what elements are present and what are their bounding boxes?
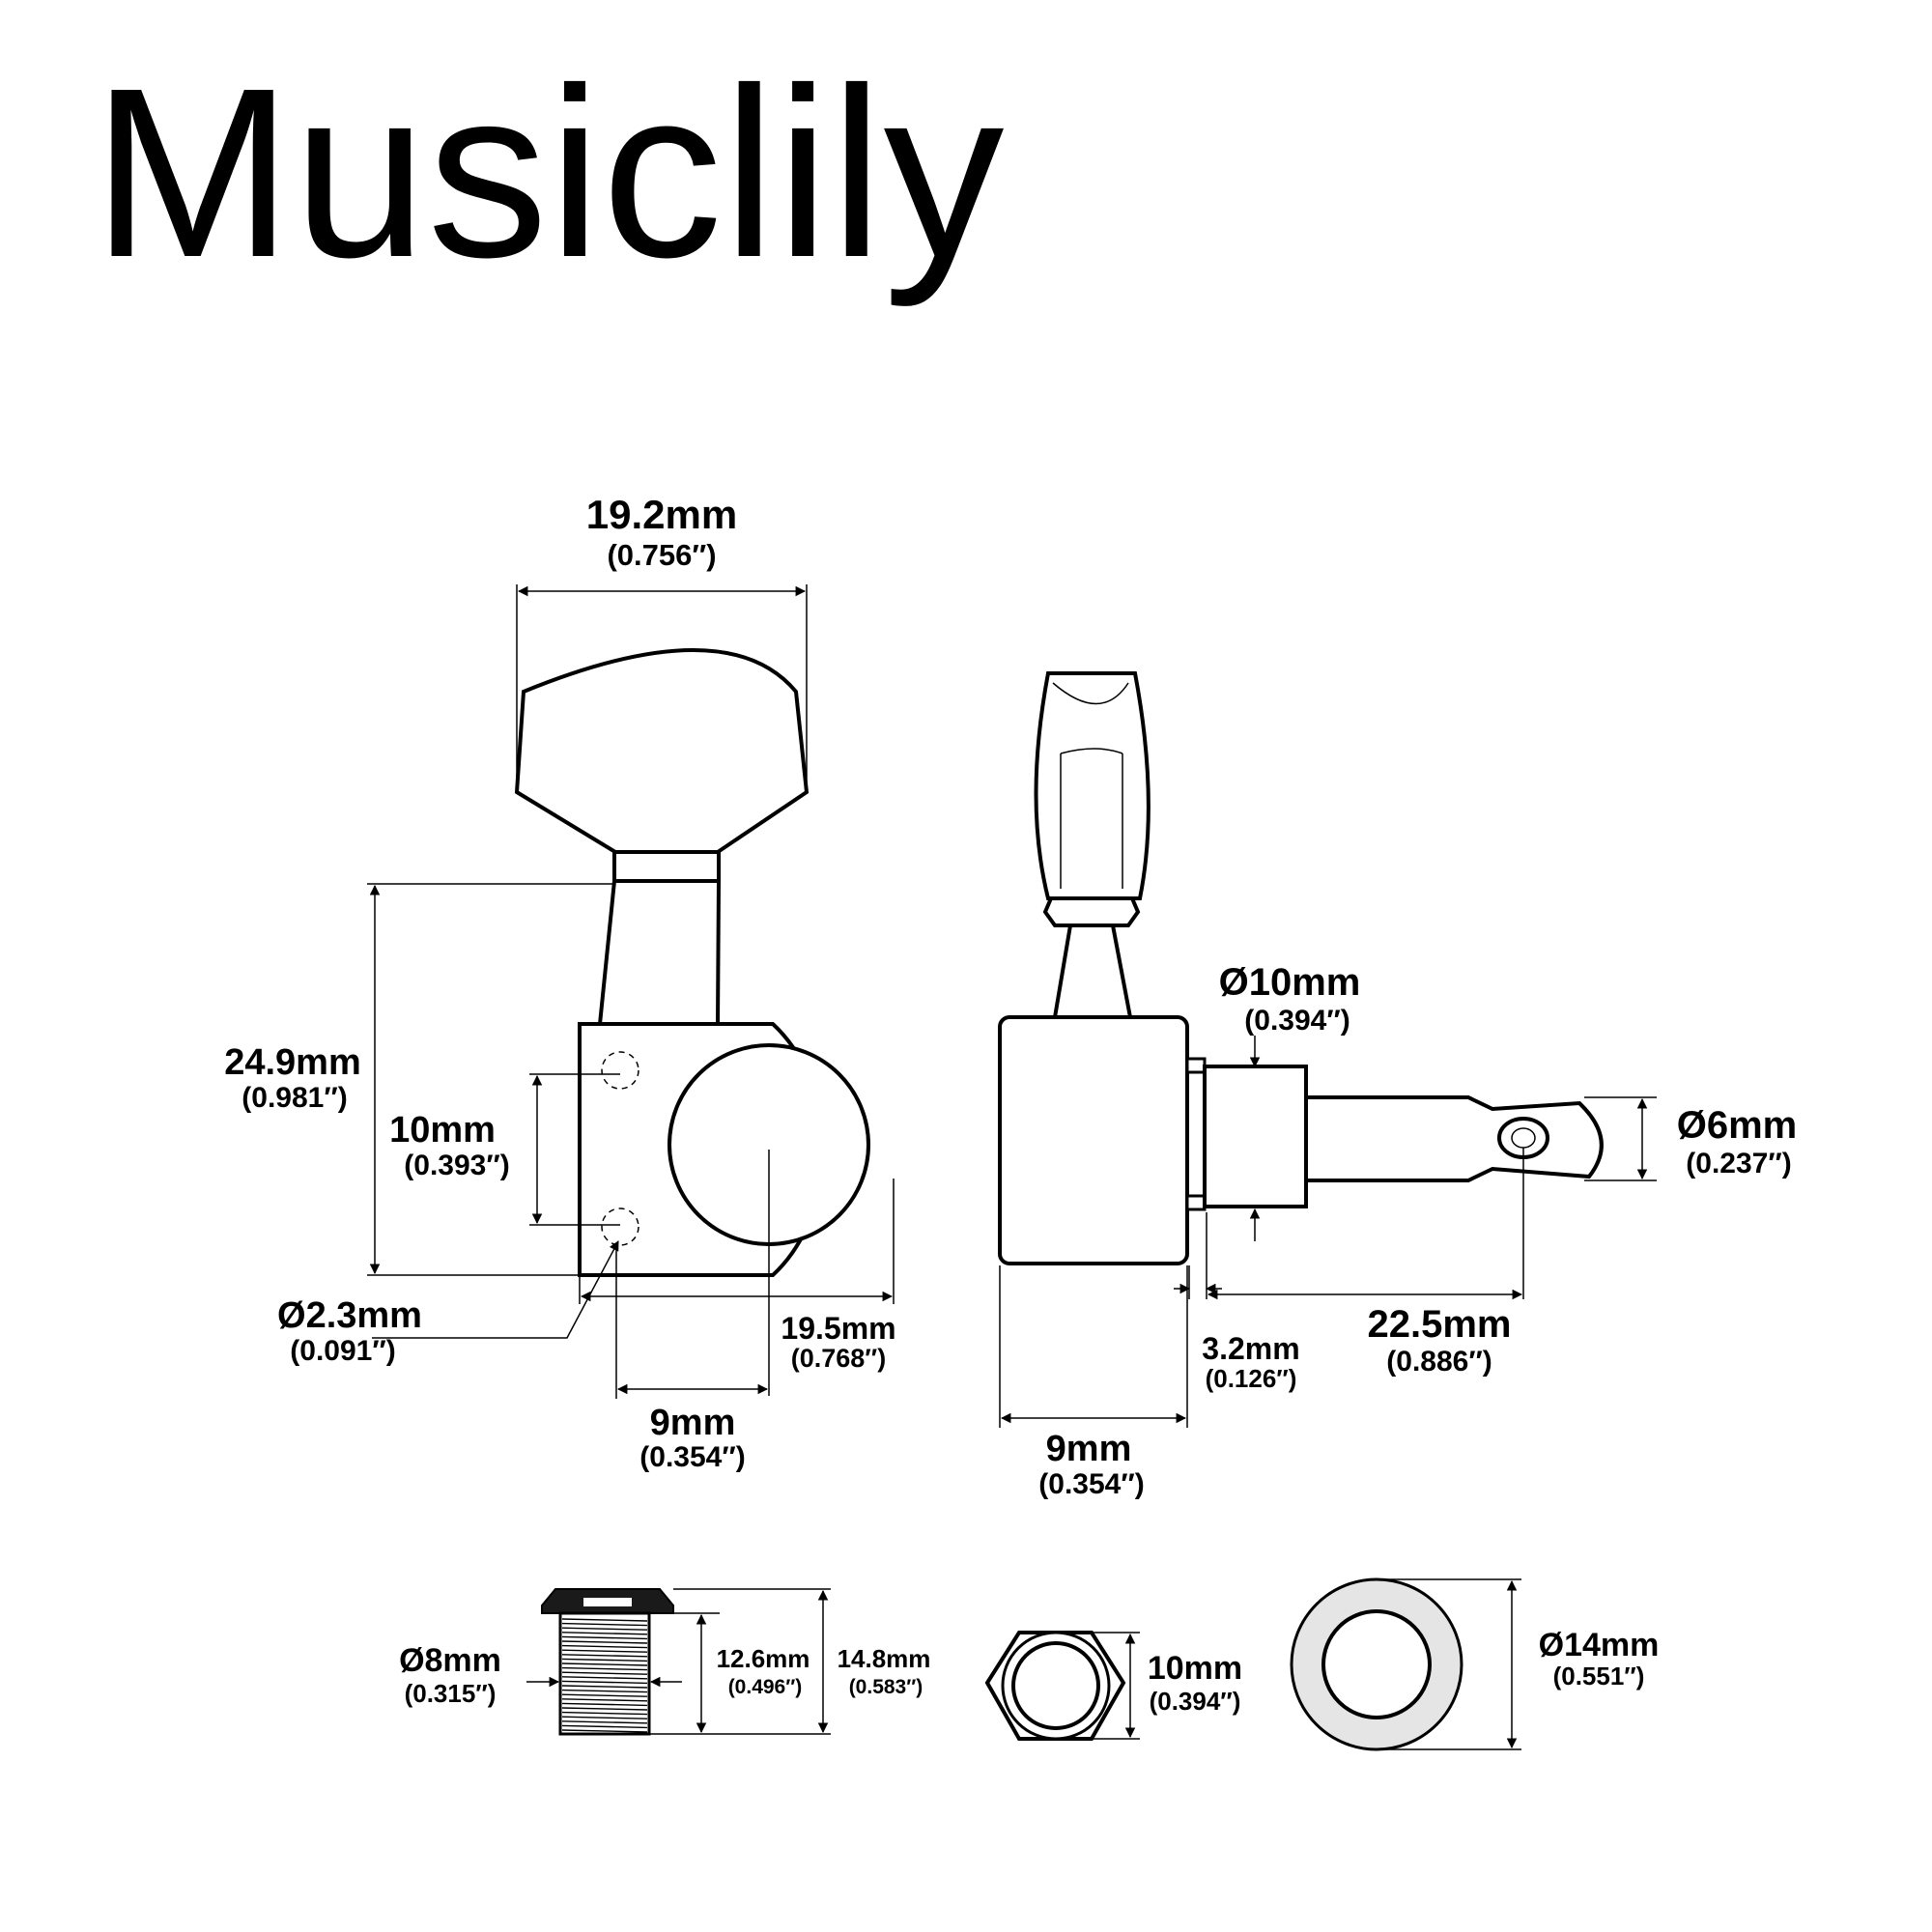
dim-button-width-mm: 19.2mm [586, 492, 737, 537]
dim-side-depth-in: (0.354″) [1038, 1468, 1144, 1500]
thread-line [561, 1627, 648, 1631]
tuner-button [514, 648, 810, 854]
thread-line [561, 1693, 648, 1697]
dim-front-offset-mm: 9mm [650, 1403, 736, 1443]
side-housing [998, 1015, 1189, 1265]
dim-height-in: (0.981″) [242, 1082, 347, 1114]
post-collar [1203, 1065, 1308, 1208]
thread-line [561, 1720, 648, 1724]
dim-post-in: (0.237″) [1686, 1148, 1791, 1179]
dim-side-depth-mm: 9mm [1046, 1429, 1132, 1469]
dim-washer-mm: Ø14mm [1539, 1627, 1660, 1663]
dim-housing-width-in: (0.768″) [791, 1344, 886, 1373]
thread-line [561, 1724, 648, 1729]
thread-line [561, 1635, 648, 1640]
washer-part: Ø14mm (0.551″) [1290, 1577, 1660, 1751]
side-button [1034, 671, 1151, 900]
dim-post-length-mm: 22.5mm [1368, 1303, 1512, 1346]
front-view: 19.2mm (0.756″) 24.9mm (0.981″) 10mm (0.… [224, 492, 895, 1473]
thread-line [561, 1698, 648, 1702]
dim-bushing-total-in: (0.583″) [849, 1676, 923, 1698]
side-collar [1042, 896, 1141, 927]
thread-line [561, 1644, 648, 1649]
side-button-face [1052, 682, 1129, 889]
bushing-flange-notch [583, 1598, 632, 1606]
thread-line [561, 1654, 648, 1658]
dim-bushing-dia-mm: Ø8mm [399, 1642, 501, 1679]
dim-hole-spacing-mm: 10mm [389, 1110, 496, 1151]
side-pin-bottom [1185, 1194, 1207, 1211]
thread-line [561, 1618, 648, 1622]
side-shaft [1052, 923, 1133, 1019]
thread-line [561, 1622, 648, 1627]
dim-hole-spacing-in: (0.393″) [404, 1150, 509, 1181]
thread-line [561, 1676, 648, 1680]
thread-line [561, 1671, 648, 1675]
thread-line [561, 1632, 648, 1635]
dim-height-mm: 24.9mm [224, 1042, 361, 1083]
thread-line [561, 1716, 648, 1719]
button-collar [612, 850, 721, 883]
thread-line [561, 1711, 648, 1716]
dim-bushing-dia-in: (0.315″) [405, 1679, 497, 1708]
thread-line [561, 1649, 648, 1653]
dim-nut-mm: 10mm [1148, 1650, 1242, 1687]
thread-line [561, 1729, 648, 1733]
dim-washer-in: (0.551″) [1553, 1662, 1645, 1690]
button-shaft [597, 879, 722, 1026]
dim-post-length-in: (0.886″) [1386, 1346, 1492, 1378]
thread-line [561, 1689, 648, 1693]
hex-nut-inner-ring [1011, 1641, 1100, 1730]
dim-nut-in: (0.394″) [1150, 1687, 1241, 1716]
dim-collar-gap-in: (0.126″) [1206, 1364, 1297, 1393]
side-pin-top [1185, 1057, 1207, 1074]
hex-nut-part: 10mm (0.394″) [984, 1631, 1242, 1741]
dim-collar-mm: Ø10mm [1219, 961, 1361, 1004]
dim-screw-hole-mm: Ø2.3mm [277, 1295, 422, 1336]
thread-line [561, 1702, 648, 1707]
thread-line [561, 1707, 648, 1711]
string-post [1304, 1095, 1604, 1182]
screw-hole-bottom [601, 1208, 639, 1246]
dim-front-offset-in: (0.354″) [639, 1441, 745, 1473]
dim-housing-width-mm: 19.5mm [781, 1311, 895, 1346]
thread-line [561, 1666, 648, 1671]
bushing-threads [561, 1618, 648, 1733]
side-view: Ø10mm (0.394″) Ø6mm (0.237″) 22.5mm (0.8… [998, 671, 1798, 1500]
thread-line [561, 1680, 648, 1685]
bushing-part: Ø8mm (0.315″) 12.6mm (0.496″) 14.8mm (0.… [399, 1588, 931, 1736]
dim-collar-in: (0.394″) [1244, 1005, 1350, 1037]
dim-bushing-total-mm: 14.8mm [838, 1644, 931, 1673]
thread-line [561, 1640, 648, 1644]
washer-hole [1321, 1609, 1432, 1719]
thread-line [561, 1662, 648, 1666]
dim-bushing-thread-in: (0.496″) [728, 1676, 803, 1698]
screw-hole-top [601, 1051, 639, 1090]
brand-logo: Musiclily [92, 38, 1004, 307]
dim-screw-hole-in: (0.091″) [290, 1335, 395, 1367]
thread-line [561, 1658, 648, 1662]
dim-bushing-thread-mm: 12.6mm [717, 1644, 810, 1673]
dim-button-width-in: (0.756″) [607, 538, 716, 572]
thread-line [561, 1685, 648, 1689]
dim-collar-gap-mm: 3.2mm [1202, 1331, 1299, 1366]
dim-post-mm: Ø6mm [1677, 1104, 1798, 1147]
